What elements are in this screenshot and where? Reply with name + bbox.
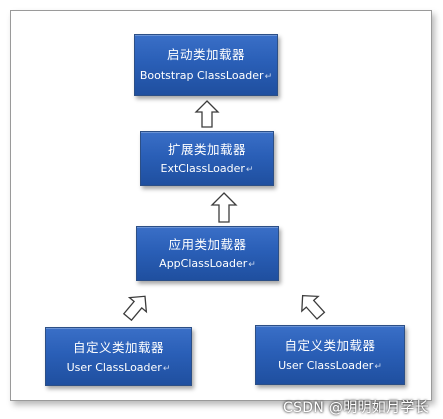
arrow-user-right-to-app <box>301 294 326 320</box>
paragraph-mark-icon: ↵ <box>374 362 382 372</box>
arrow-ext-to-bootstrap <box>194 100 220 128</box>
user-classloader-left-label-text: User ClassLoader <box>66 361 162 374</box>
user-classloader-box-right: 自定义类加载器 User ClassLoader↵ <box>255 325 405 385</box>
user-classloader-left-label: User ClassLoader↵ <box>46 361 191 376</box>
paragraph-mark-icon: ↵ <box>162 364 171 374</box>
ext-classloader-label-text: ExtClassLoader <box>160 162 245 175</box>
bootstrap-classloader-label: Bootstrap ClassLoader↵ <box>135 69 277 84</box>
app-classloader-label: AppClassLoader↵ <box>137 257 278 272</box>
user-classloader-box-left: 自定义类加载器 User ClassLoader↵ <box>45 327 192 386</box>
app-classloader-label-text: AppClassLoader <box>159 257 248 270</box>
bootstrap-classloader-title: 启动类加载器 <box>166 47 245 62</box>
user-classloader-right-title: 自定义类加载器 <box>284 338 376 353</box>
bootstrap-classloader-box: 启动类加载器 Bootstrap ClassLoader↵ <box>134 34 278 96</box>
ext-classloader-title: 扩展类加载器 <box>167 142 246 157</box>
paragraph-mark-icon: ↵ <box>245 165 254 175</box>
bootstrap-classloader-label-text: Bootstrap ClassLoader <box>139 69 264 82</box>
ext-classloader-box: 扩展类加载器 ExtClassLoader↵ <box>140 131 274 186</box>
user-classloader-right-label-text: User ClassLoader <box>278 359 374 372</box>
app-classloader-title: 应用类加载器 <box>168 237 247 252</box>
arrow-app-to-ext <box>210 192 238 223</box>
user-classloader-right-label: User ClassLoader↵ <box>256 359 404 374</box>
arrow-user-left-to-app <box>122 295 148 322</box>
paragraph-mark-icon: ↵ <box>248 260 256 270</box>
paragraph-mark-icon: ↵ <box>264 72 273 82</box>
app-classloader-box: 应用类加载器 AppClassLoader↵ <box>136 226 279 281</box>
ext-classloader-label: ExtClassLoader↵ <box>141 162 273 177</box>
user-classloader-left-title: 自定义类加载器 <box>72 340 164 355</box>
watermark: CSDN @明明如月学长 <box>283 400 429 416</box>
